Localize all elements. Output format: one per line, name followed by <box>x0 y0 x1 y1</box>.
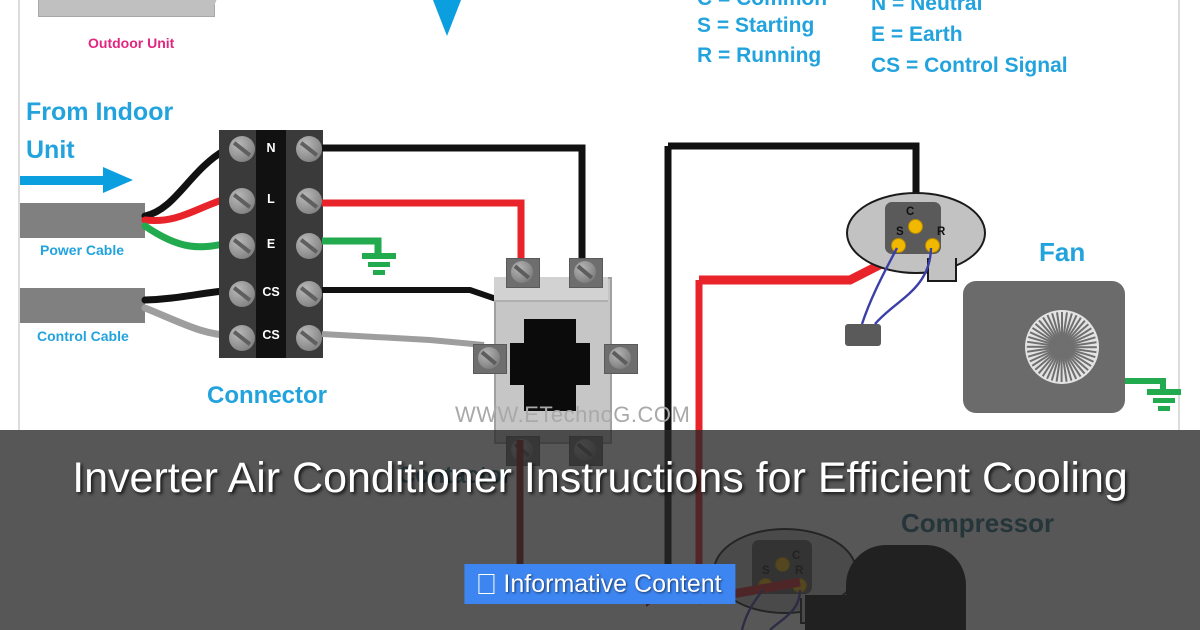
terminal-screw-left-cs2 <box>229 325 255 351</box>
terminal-label-n: N <box>266 141 276 155</box>
control-cable-graphic <box>20 288 145 323</box>
flow-arrow-icon <box>20 176 105 185</box>
legend-item-s-starting: S = Starting <box>697 14 815 37</box>
terminal-label-e: E <box>266 237 276 251</box>
motor-terminal-callout-tail-top <box>927 258 957 282</box>
terminal-screw-left-n <box>229 136 255 162</box>
motor-pin-s-top <box>891 238 906 253</box>
motor-pin-r-top <box>925 238 940 253</box>
capacitor-top-graphic <box>845 324 881 346</box>
terminal-screw-right-l <box>296 188 322 214</box>
terminal-screw-right-n <box>296 136 322 162</box>
power-cable-label: Power Cable <box>40 242 125 258</box>
missing-glyph-icon <box>478 574 495 594</box>
contactor-screw-coil-left <box>478 347 500 369</box>
watermark-text: WWW.ETechnoG.COM <box>455 402 691 427</box>
contactor-screw-top-left <box>511 261 533 283</box>
contactor-core-wing-left <box>510 343 524 385</box>
legend-item-r-running: R = Running <box>697 44 822 67</box>
fan-blade <box>1061 312 1063 347</box>
from-indoor-unit-label-line1: From Indoor <box>26 98 174 126</box>
legend-item-e-earth: E = Earth <box>871 23 963 46</box>
connector-block-center <box>256 130 286 358</box>
legend-item-n-neutral: N = Neutral <box>871 0 983 15</box>
informative-content-badge[interactable]: Informative Content <box>464 564 736 604</box>
motor-pin-label-s-top: S <box>896 226 904 238</box>
fan-blades-icon <box>1025 310 1099 384</box>
terminal-label-cs1: CS <box>262 285 280 299</box>
terminal-screw-left-l <box>229 188 255 214</box>
fan-label: Fan <box>1039 237 1086 267</box>
from-indoor-unit-label-line2: Unit <box>26 136 75 164</box>
badge-label: Informative Content <box>503 570 722 598</box>
motor-pin-c-top <box>908 219 923 234</box>
control-cable-label: Control Cable <box>37 328 129 344</box>
legend-item-c-common: C = Common <box>697 0 827 11</box>
page-title: Inverter Air Conditioner Instructions fo… <box>72 454 1128 502</box>
page-border-left <box>18 0 20 430</box>
contactor-screw-coil-right <box>609 347 631 369</box>
terminal-label-l: L <box>267 192 275 206</box>
outdoor-unit-label: Outdoor Unit <box>88 35 175 51</box>
flow-arrow-head-icon <box>103 167 133 193</box>
terminal-screw-right-cs1 <box>296 281 322 307</box>
legend-item-cs-control-signal: CS = Control Signal <box>871 54 1068 77</box>
contactor-screw-top-right <box>574 261 596 283</box>
outdoor-unit-bevel <box>210 0 234 15</box>
motor-pin-label-c-top: C <box>906 206 915 218</box>
terminal-screw-right-e <box>296 233 322 259</box>
power-cable-graphic <box>20 203 145 238</box>
terminal-screw-right-cs2 <box>296 325 322 351</box>
connector-label: Connector <box>207 382 327 409</box>
contactor-core-wing-right <box>576 343 590 385</box>
page-border-right <box>1178 0 1180 430</box>
down-triangle-icon <box>415 0 479 36</box>
terminal-screw-left-e <box>229 233 255 259</box>
motor-pin-label-r-top: R <box>937 226 946 238</box>
terminal-label-cs2: CS <box>262 328 280 342</box>
contactor-core <box>524 319 576 411</box>
terminal-screw-left-cs1 <box>229 281 255 307</box>
